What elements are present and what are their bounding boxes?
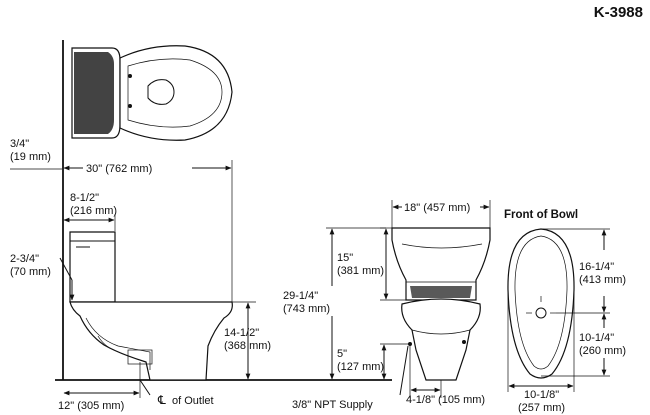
tank-depth-imperial: 8-1/2" (70, 192, 99, 204)
tank-height-dimension: 15" (381 mm) (337, 227, 406, 301)
top-view (62, 40, 233, 172)
bowl-length-front-imperial: 16-1/4" (579, 261, 614, 273)
overall-label-bg (280, 286, 362, 316)
bowl-length-label: 30" (762 mm) (86, 163, 152, 175)
front-of-bowl-heading: Front of Bowl (504, 209, 578, 221)
overall-height-imperial: 29-1/4" (283, 290, 318, 302)
rough-in-label: 12" (305 mm) (58, 400, 124, 412)
bowl-outline-plan (507, 228, 575, 379)
handle-drop-imperial: 2-3/4" (10, 253, 39, 265)
wall-gap-dimension: 3/4" (19 mm) (10, 138, 62, 170)
tank-lid-shading (74, 52, 114, 134)
supply-height-imperial: 5" (337, 348, 347, 360)
model-number: K-3988 (594, 4, 643, 21)
bowl-width-metric: (257 mm) (518, 402, 565, 414)
hinge-bolt-icon (128, 104, 132, 108)
bowl-length-front-dimension: 16-1/4" (413 mm) (541, 228, 626, 377)
seat-top-view (119, 45, 233, 141)
overall-height-metric: (743 mm) (283, 303, 330, 315)
supply-offset-label: 4-1/8" (105 mm) (406, 394, 485, 406)
outlet-leader (139, 379, 151, 396)
handle-leader (59, 257, 73, 281)
seat-hinge-shading (410, 286, 472, 298)
bowl-front-rim-line (411, 329, 471, 335)
bowl-width-dimension: 10-1/8" (257 mm) (507, 290, 575, 414)
wall-gap-metric: (19 mm) (10, 151, 51, 163)
hinge-bolt-icon (128, 74, 132, 78)
bowl-length-dimension: 30" (762 mm) (63, 160, 233, 302)
trapway-outline (85, 317, 151, 370)
bowl-rim-plan (514, 235, 568, 370)
wall-gap-imperial: 3/4" (10, 138, 29, 150)
side-view (69, 231, 233, 381)
tank-side-view (69, 231, 116, 303)
bowl-side-view (69, 301, 233, 381)
rim-height-imperial: 14-1/2" (224, 327, 259, 339)
supply-leader (399, 345, 409, 396)
supply-offset-dimension: 4-1/8" (105 mm) 3/8" NPT Supply (292, 345, 485, 411)
bowl-length-front-metric: (413 mm) (579, 274, 626, 286)
supply-height-metric: (127 mm) (337, 361, 384, 373)
tank-depth-metric: (216 mm) (70, 205, 117, 217)
bowl-width-imperial: 10-1/8" (524, 389, 559, 401)
rim-height-dimension: 14-1/2" (368 mm) (224, 301, 271, 380)
bowl-front-view (401, 298, 481, 381)
bowl-center-dimension: 10-1/4" (260 mm) (556, 312, 626, 376)
supply-label: 3/8" NPT Supply (292, 399, 373, 411)
tank-front-detail (401, 243, 483, 249)
rough-in-dimension: 12" (305 mm) ℄ of Outlet (58, 362, 214, 412)
tank-height-imperial: 15" (337, 252, 353, 264)
overall-height-dimension: 29-1/4" (743 mm) (280, 227, 386, 380)
handle-dimension: 2-3/4" (70 mm) (10, 253, 75, 301)
front-view (391, 227, 491, 381)
outlet-label: of Outlet (172, 395, 214, 407)
rim-height-metric: (368 mm) (224, 340, 271, 352)
supply-height-dimension: 5" (127 mm) (337, 343, 410, 380)
tank-width-dimension: 18" (457 mm) (391, 200, 491, 228)
bowl-plan-view (507, 228, 575, 379)
tank-depth-dimension: 8-1/2" (216 mm) (63, 192, 117, 231)
bowl-center-metric: (260 mm) (579, 345, 626, 357)
bowl-rim-top (127, 58, 223, 128)
tank-height-metric: (381 mm) (337, 265, 384, 277)
trapway-inner (97, 335, 115, 351)
outlet-hole-icon (535, 307, 547, 319)
bowl-opening-top (147, 79, 175, 105)
handle-drop-metric: (70 mm) (10, 266, 51, 278)
bolt-cap-icon (462, 340, 466, 344)
centerline-icon: ℄ (157, 393, 166, 407)
tank-width-label: 18" (457 mm) (404, 202, 470, 214)
bowl-center-imperial: 10-1/4" (579, 332, 614, 344)
